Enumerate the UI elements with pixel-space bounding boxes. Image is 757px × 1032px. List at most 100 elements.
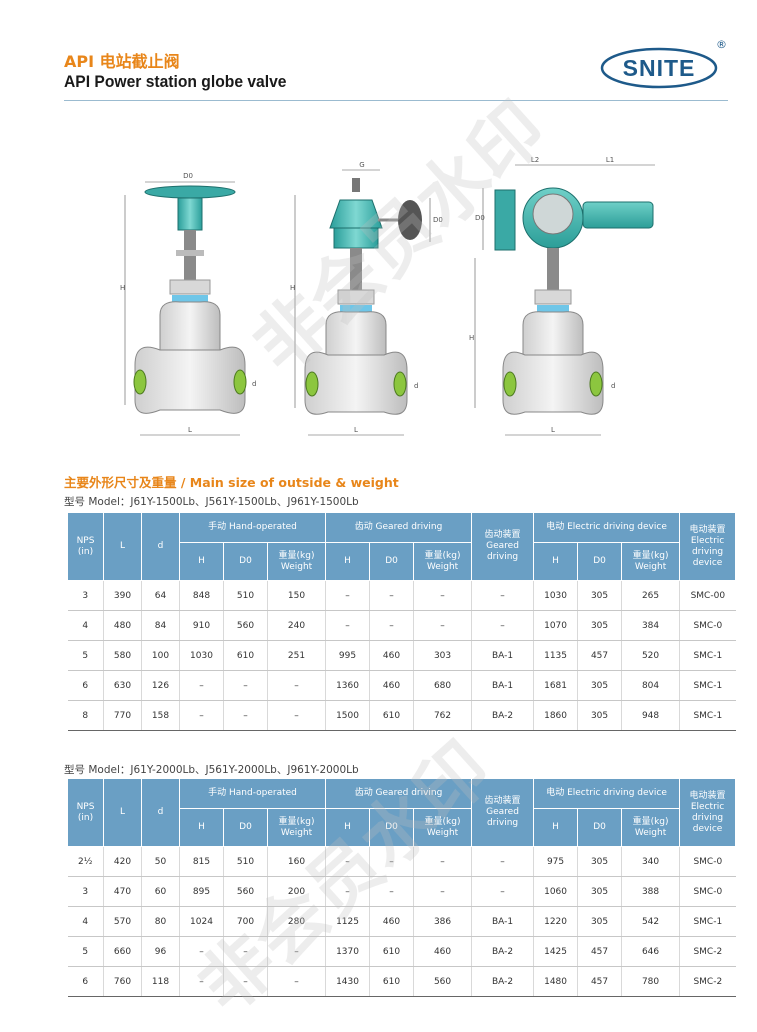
header-hand-operated: 手动 Hand-operated — [178, 778, 327, 809]
table-cell: – — [266, 966, 326, 997]
table-cell: 1070 — [533, 610, 578, 641]
table-cell: 1030 — [179, 640, 224, 671]
table-cell: 680 — [413, 670, 472, 701]
table-cell: SMC-2 — [679, 966, 736, 997]
table-cell: SMC-1 — [679, 640, 736, 671]
table-cell: – — [266, 700, 326, 731]
table-cell: 1030 — [533, 580, 578, 611]
table-cell: 158 — [141, 700, 180, 731]
table-cell: 386 — [413, 906, 472, 937]
table-cell: 305 — [577, 670, 622, 701]
table-cell: 5 — [67, 936, 104, 967]
table-cell: 1860 — [533, 700, 578, 731]
table-cell: 6 — [67, 670, 104, 701]
table-cell: – — [471, 610, 534, 641]
table-cell: 160 — [266, 846, 326, 877]
header-geared-driving: 齿动 Geared driving — [325, 512, 473, 543]
table-cell: 510 — [223, 846, 268, 877]
header-hand-d0: D0 — [223, 808, 268, 847]
header-electric-driving: 电动 Electric driving device — [533, 512, 681, 543]
table-cell: – — [413, 846, 472, 877]
table-cell: 50 — [141, 846, 180, 877]
header-l: L — [103, 778, 142, 847]
dim-label-d-2: d — [414, 382, 418, 390]
header-geared-weight: 重量(kg) Weight — [413, 808, 473, 847]
table-cell: SMC-00 — [679, 580, 736, 611]
header-d: d — [141, 512, 180, 581]
table-cell: – — [223, 936, 268, 967]
header-electric-d0: D0 — [577, 542, 623, 581]
size-weight-table-2000lb: NPS (in) L d 手动 Hand-operated 齿动 Geared … — [67, 778, 737, 997]
table1-model-label: 型号 Model：J61Y-1500Lb、J561Y-1500Lb、J961Y-… — [64, 496, 359, 508]
table-cell: 1220 — [533, 906, 578, 937]
table-cell: 305 — [577, 700, 622, 731]
table-cell: 1480 — [533, 966, 578, 997]
table-cell: 948 — [621, 700, 680, 731]
dim-label-h-2: H — [290, 284, 295, 292]
table-cell: – — [413, 580, 472, 611]
table-cell: – — [369, 846, 414, 877]
header-geared-d0: D0 — [369, 542, 415, 581]
table-cell: BA-1 — [471, 670, 534, 701]
dim-label-l-1: L — [188, 426, 192, 434]
dim-label-h-3: H — [469, 334, 474, 342]
table-cell: 895 — [179, 876, 224, 907]
table-cell: 2½ — [67, 846, 104, 877]
table-cell: 60 — [141, 876, 180, 907]
table-cell: 470 — [103, 876, 142, 907]
table-cell: 848 — [179, 580, 224, 611]
table-cell: 460 — [369, 906, 414, 937]
table-cell: – — [223, 670, 268, 701]
header-geared-h: H — [325, 542, 371, 581]
table-cell: 303 — [413, 640, 472, 671]
header-divider — [64, 100, 728, 101]
header-geared-h: H — [325, 808, 371, 847]
valve-drawings: D0 H L d G D0 H L — [120, 156, 655, 436]
table-cell: SMC-0 — [679, 876, 736, 907]
table-cell: 995 — [325, 640, 370, 671]
hand-operated-valve-drawing: D0 H L d — [120, 172, 256, 436]
table-cell: – — [179, 700, 224, 731]
dim-label-l2: L2 — [531, 156, 539, 164]
table-cell: 804 — [621, 670, 680, 701]
header-geared-device: 齿动装置 Geared driving — [471, 512, 535, 581]
table-cell: 580 — [103, 640, 142, 671]
table-cell: 6 — [67, 966, 104, 997]
geared-valve-drawing: G D0 H L d — [290, 161, 443, 436]
table-cell: 460 — [369, 670, 414, 701]
snite-logo: SNITE — [600, 47, 718, 89]
table-cell: 384 — [621, 610, 680, 641]
table-cell: – — [223, 700, 268, 731]
table-cell: SMC-0 — [679, 610, 736, 641]
table-cell: SMC-1 — [679, 670, 736, 701]
table-cell: 305 — [577, 906, 622, 937]
header-geared-weight: 重量(kg) Weight — [413, 542, 473, 581]
table-cell: 660 — [103, 936, 142, 967]
table-cell: SMC-1 — [679, 906, 736, 937]
table-cell: 646 — [621, 936, 680, 967]
section-title: 主要外形尺寸及重量 / Main size of outside & weigh… — [64, 475, 399, 490]
table-cell: 305 — [577, 610, 622, 641]
table-cell: 560 — [413, 966, 472, 997]
table-cell: – — [471, 876, 534, 907]
table-cell: 96 — [141, 936, 180, 967]
table-cell: 84 — [141, 610, 180, 641]
table-cell: 610 — [369, 700, 414, 731]
table-cell: 265 — [621, 580, 680, 611]
table-cell: 1125 — [325, 906, 370, 937]
table-cell: 610 — [223, 640, 268, 671]
table-cell: – — [266, 670, 326, 701]
dim-label-l-2: L — [354, 426, 358, 434]
table-cell: 420 — [103, 846, 142, 877]
table-cell: 560 — [223, 876, 268, 907]
table-cell: 542 — [621, 906, 680, 937]
page-title-chinese: API 电站截止阀 — [64, 52, 180, 71]
registered-mark: ® — [716, 38, 727, 51]
